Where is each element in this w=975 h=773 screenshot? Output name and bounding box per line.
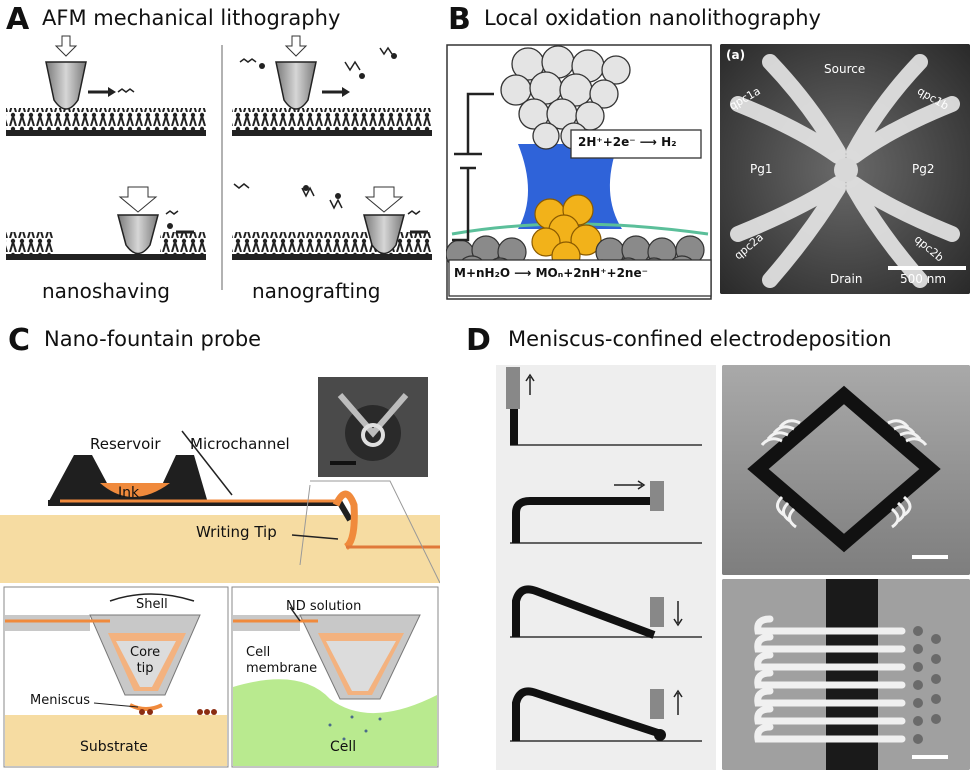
- nanoshaving-caption: nanoshaving: [42, 279, 170, 303]
- panel-b: B Local oxidation nanolithography 2: [440, 0, 975, 310]
- label-cell-membrane: Cell membrane: [246, 645, 317, 677]
- label-cell-membrane-1: Cell: [246, 645, 271, 660]
- scale-bar-label: 500 nm: [900, 272, 947, 286]
- label-source: Source: [824, 62, 866, 76]
- panel-d: D Meniscus-confined electrodeposition: [440, 315, 975, 773]
- label-core-tip: Core tip: [130, 645, 160, 677]
- panel-c: C Nano-fountain probe: [0, 315, 440, 773]
- label-pg1: Pg1: [750, 162, 773, 176]
- label-nd-solution: ND solution: [286, 599, 362, 614]
- label-meniscus: Meniscus: [30, 693, 90, 708]
- label-drain: Drain: [830, 272, 863, 286]
- label-shell: Shell: [136, 597, 168, 612]
- label-reservoir: Reservoir: [90, 435, 161, 453]
- nanografting-caption: nanografting: [252, 279, 381, 303]
- label-core: Core: [130, 645, 161, 660]
- sem-image-bridge-array: [722, 579, 970, 770]
- label-microchannel: Microchannel: [190, 435, 290, 453]
- panel-d-letter: D: [466, 323, 491, 358]
- label-substrate: Substrate: [80, 739, 148, 755]
- label-cell: Cell: [330, 739, 357, 755]
- reaction-top: 2H⁺+2e⁻ ⟶ H₂: [578, 135, 677, 149]
- label-writing-tip: Writing Tip: [196, 523, 277, 541]
- label-pg2: Pg2: [912, 162, 935, 176]
- panel-a-letter: A: [6, 2, 30, 37]
- panel-b-letter: B: [448, 2, 471, 37]
- afm-lithography-diagram: [6, 35, 432, 290]
- oxidation-diagram: [446, 44, 712, 300]
- panel-c-title: Nano-fountain probe: [44, 327, 262, 351]
- label-cell-membrane-2: membrane: [246, 661, 318, 676]
- electrodeposition-steps: [496, 365, 716, 770]
- nano-fountain-probe-diagram: [0, 377, 440, 768]
- reaction-bottom: M+nH₂O ⟶ MOₙ+2nH⁺+2ne⁻: [454, 266, 648, 280]
- panel-a: A AFM mechanical lithography: [0, 0, 440, 310]
- label-tip: tip: [136, 661, 154, 676]
- sem-image-qpc-device: (a) Source Drain qpc1a qpc1b Pg1 Pg2 qpc…: [720, 44, 970, 294]
- afm-tip: [45, 61, 87, 110]
- panel-d-title: Meniscus-confined electrodeposition: [508, 327, 892, 351]
- panel-a-title: AFM mechanical lithography: [42, 6, 341, 30]
- panel-c-letter: C: [8, 323, 31, 358]
- sem-image-square-frame: [722, 365, 970, 575]
- panel-b-title: Local oxidation nanolithography: [484, 6, 821, 30]
- label-ink: Ink: [118, 485, 140, 501]
- sem-tag: (a): [726, 48, 746, 62]
